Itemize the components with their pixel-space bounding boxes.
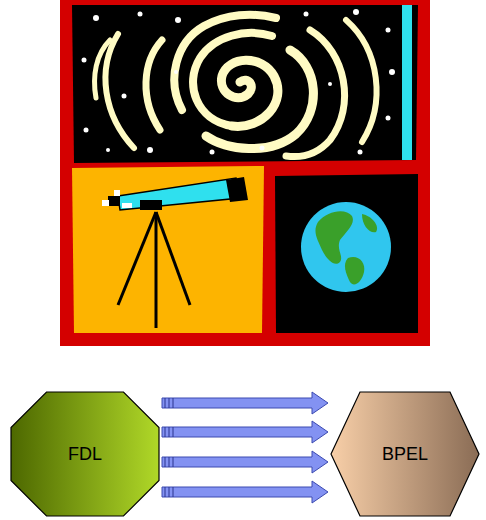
- earth: [301, 202, 391, 292]
- sky-panel: [72, 5, 418, 163]
- galaxy-spiral: [95, 15, 377, 157]
- hexagon-node: BPEL: [330, 391, 480, 517]
- block-arrow: [162, 451, 328, 473]
- telescope: [102, 177, 248, 328]
- space-panel: [275, 174, 418, 333]
- cyan-bar: [402, 5, 412, 160]
- node-label: BPEL: [382, 444, 428, 465]
- node-label: FDL: [68, 444, 102, 465]
- block-arrow: [162, 421, 328, 443]
- octagon-node: FDL: [10, 391, 160, 517]
- block-arrow: [162, 392, 328, 414]
- stars: [82, 9, 396, 155]
- block-arrow: [162, 481, 328, 503]
- red-ground: [60, 0, 430, 346]
- ground-panel: [72, 166, 264, 333]
